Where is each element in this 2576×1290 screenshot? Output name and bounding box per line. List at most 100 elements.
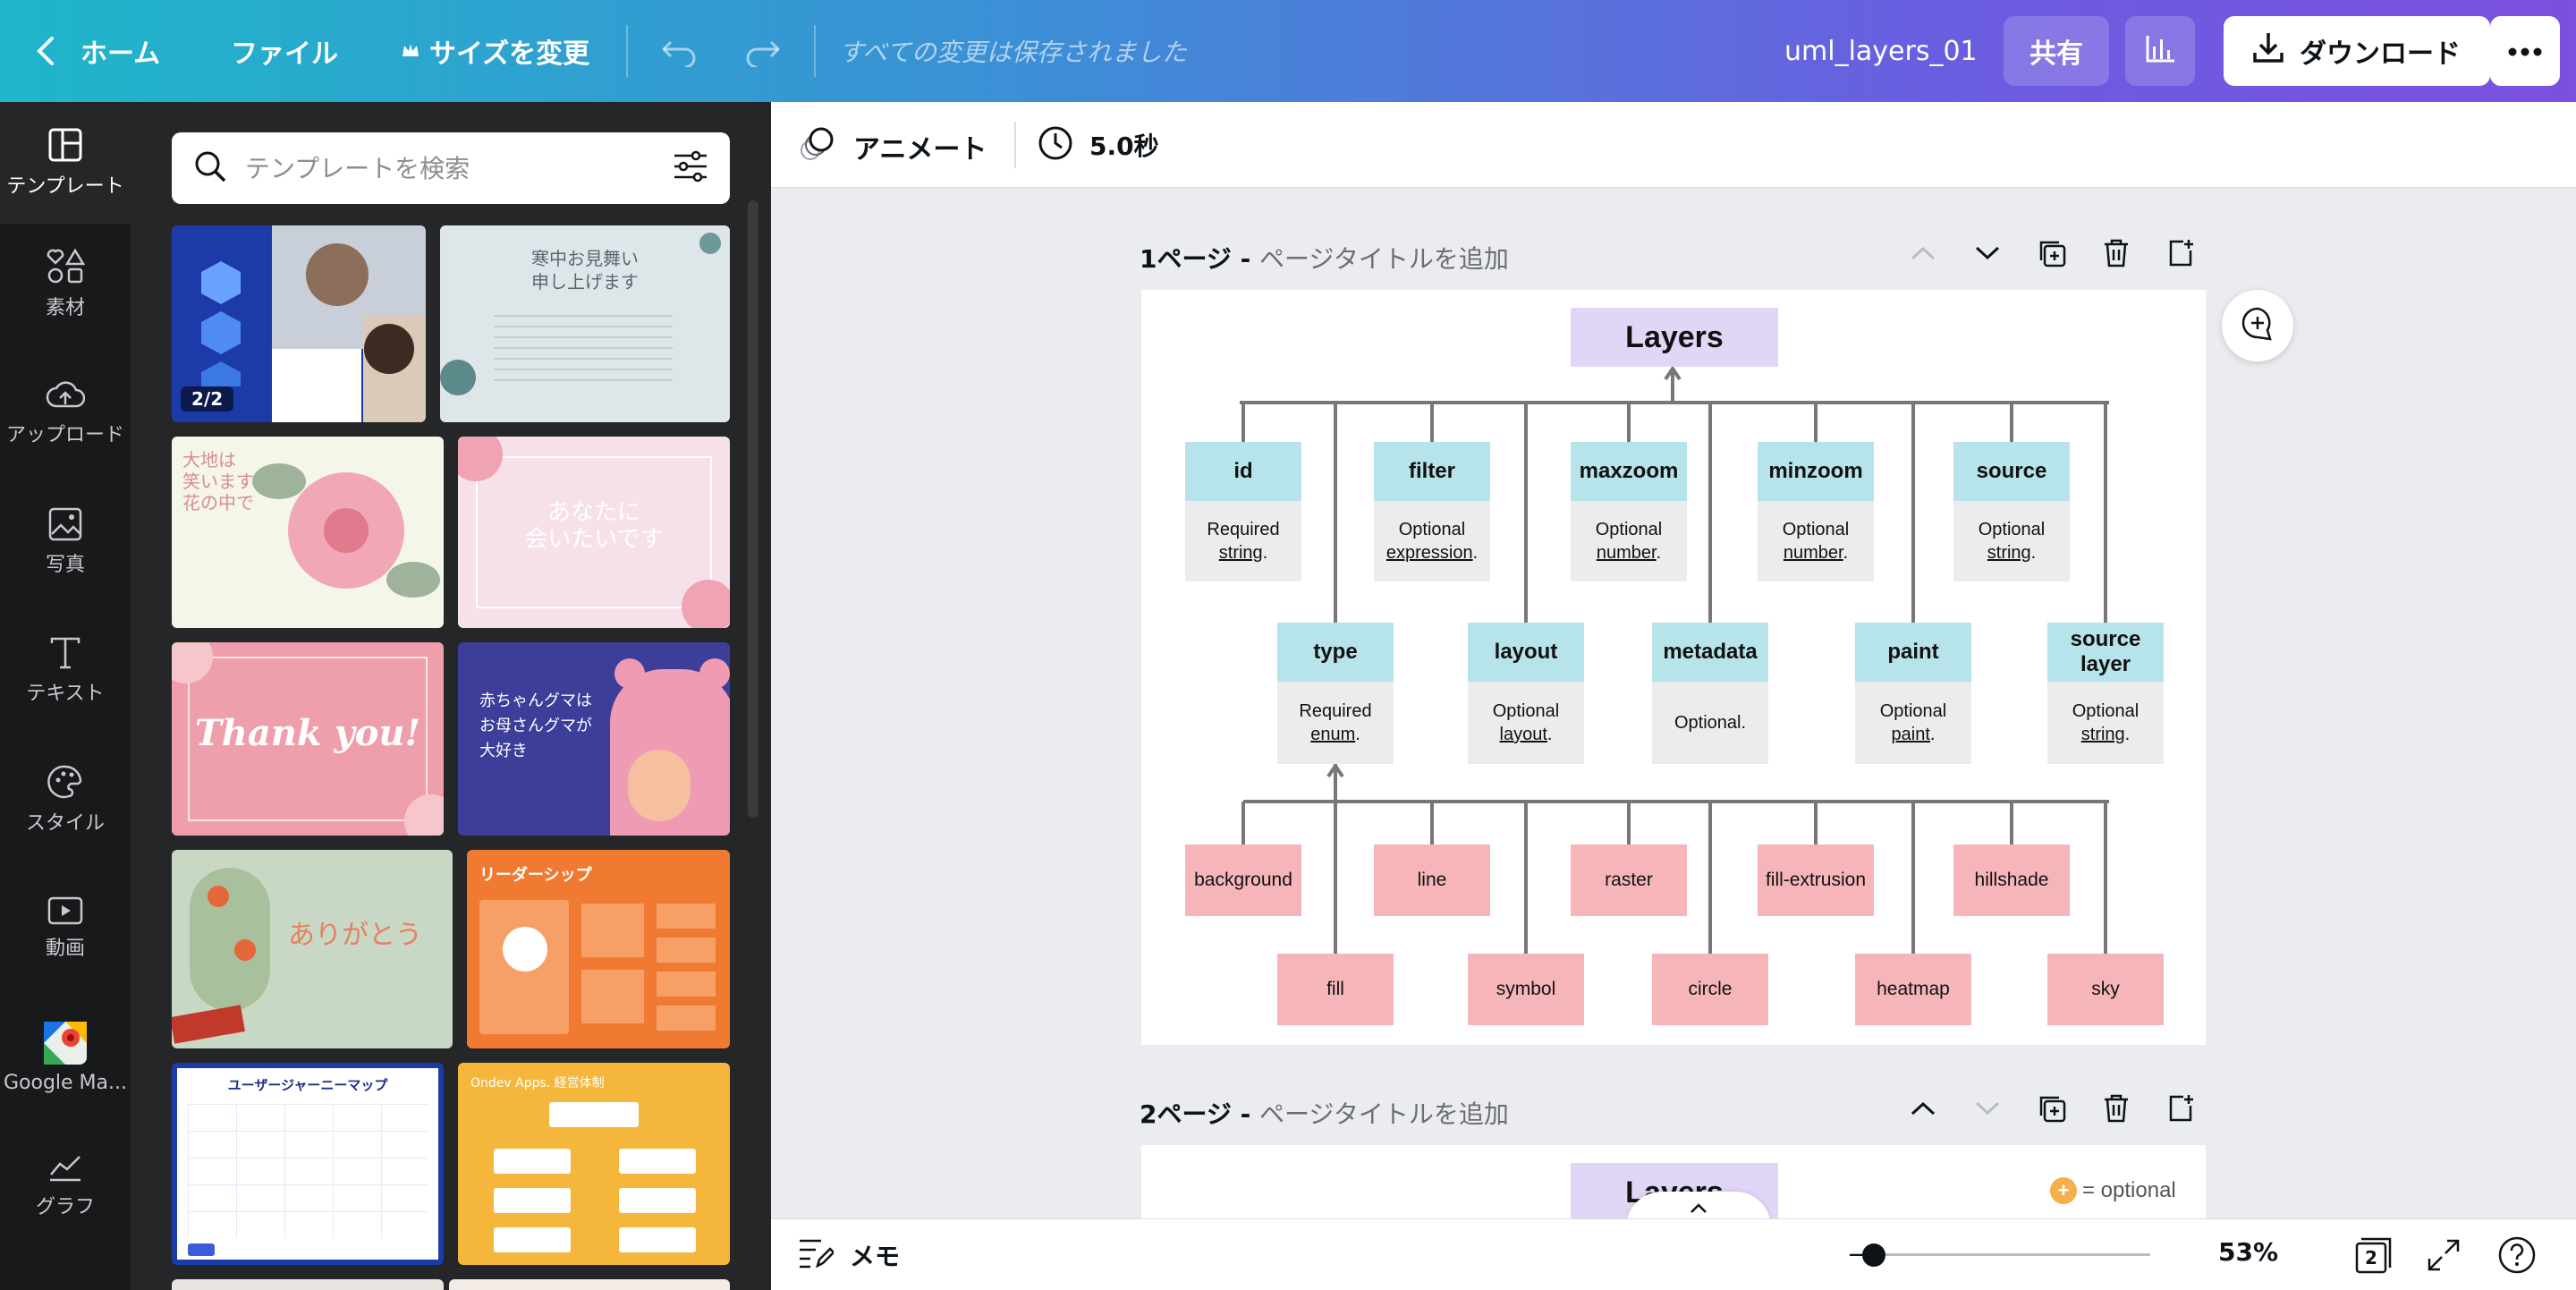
template-thumbnail[interactable]: 2/2	[172, 225, 426, 422]
layer-type-fill[interactable]: fill	[1277, 954, 1394, 1025]
redo-button[interactable]	[742, 0, 782, 102]
template-thumbnail[interactable]: あなたに 会いたいです	[458, 437, 730, 628]
template-thumbnail[interactable]: 赤ちゃんグマは お母さんグマが 大好き	[458, 642, 730, 836]
property-type-link[interactable]: layout	[1499, 725, 1547, 744]
file-menu[interactable]: ファイル	[231, 0, 338, 102]
search-input[interactable]	[245, 153, 655, 183]
home-button[interactable]: ホーム	[36, 0, 160, 102]
page-grid-button[interactable]: 2	[2354, 1235, 2394, 1275]
duplicate-page-button[interactable]	[2020, 1093, 2084, 1124]
template-thumbnail[interactable]: ありがとう	[172, 850, 453, 1048]
download-icon	[2253, 31, 2284, 71]
property-requirement: Optional	[2072, 701, 2140, 721]
property-type-link[interactable]: enum	[1310, 725, 1356, 744]
page-1-controls	[1891, 238, 2213, 268]
animate-button[interactable]: アニメート	[798, 125, 987, 168]
property-requirement: Optional	[1492, 701, 1560, 721]
chart-icon	[47, 1153, 83, 1184]
property-type-link[interactable]: paint	[1891, 725, 1930, 744]
resize-button[interactable]: サイズを変更	[401, 0, 589, 102]
share-button[interactable]: 共有	[2004, 16, 2109, 86]
layer-type-heatmap[interactable]: heatmap	[1855, 954, 1971, 1025]
rail-item-google-maps[interactable]: Google Ma...	[0, 1004, 131, 1111]
property-type-link[interactable]: number	[1783, 543, 1843, 563]
rail-item-templates[interactable]: テンプレート	[0, 102, 131, 224]
template-thumbnail[interactable]: 大地は 笑います 花の中で	[172, 437, 444, 628]
rail-item-elements[interactable]: 素材	[0, 231, 131, 338]
layer-type-sky[interactable]: sky	[2047, 954, 2164, 1025]
property-name: filter	[1374, 442, 1490, 501]
template-thumbnail[interactable]: 寒中お見舞い 申し上げます	[440, 225, 730, 422]
fullscreen-button[interactable]	[2426, 1237, 2462, 1277]
rail-item-video[interactable]: 動画	[0, 875, 131, 982]
add-comment-button[interactable]	[2222, 290, 2293, 361]
page-1-title[interactable]: 1ページ - ページタイトルを追加	[1140, 240, 1509, 276]
more-button[interactable]	[2490, 16, 2560, 86]
layer-type-symbol[interactable]: symbol	[1468, 954, 1584, 1025]
layer-type-line[interactable]: line	[1374, 844, 1490, 916]
add-page-button[interactable]	[2148, 238, 2213, 268]
notes-button[interactable]: メモ	[798, 1237, 900, 1273]
download-button[interactable]: ダウンロード	[2224, 16, 2490, 86]
layer-type-fill-extrusion[interactable]: fill-extrusion	[1758, 844, 1874, 916]
zoom-level[interactable]: 53%	[2218, 1237, 2279, 1267]
template-search[interactable]	[172, 132, 730, 204]
document-title[interactable]: uml_layers_01	[1784, 35, 1978, 67]
rail-item-charts[interactable]: グラフ	[0, 1133, 131, 1240]
page-number-label: 1ページ -	[1140, 244, 1260, 274]
layer-type-raster[interactable]: raster	[1571, 844, 1687, 916]
rail-label: 素材	[45, 297, 85, 319]
template-thumbnail[interactable]	[449, 1279, 730, 1290]
move-up-button[interactable]	[1891, 245, 1955, 261]
layer-type-background[interactable]: background	[1185, 844, 1301, 916]
move-down-button[interactable]	[1955, 1100, 2020, 1116]
expand-icon	[2426, 1239, 2462, 1277]
panel-scrollbar[interactable]	[748, 200, 758, 818]
undo-button[interactable]	[660, 0, 699, 102]
duplicate-page-button[interactable]	[2020, 238, 2084, 268]
template-thumbnail[interactable]: Ondev Apps. 経営体制	[458, 1063, 730, 1265]
template-thumbnail[interactable]: Thank you!	[172, 642, 444, 836]
show-pages-button[interactable]	[1626, 1192, 1771, 1218]
zoom-slider-handle[interactable]	[1862, 1243, 1885, 1267]
template-thumbnail[interactable]	[172, 1279, 444, 1290]
template-thumbnail[interactable]: ユーザージャーニーマップ	[172, 1063, 444, 1265]
pages-icon	[2354, 1237, 2394, 1278]
property-type-link[interactable]: string	[1218, 543, 1263, 563]
add-page-button[interactable]	[2148, 1093, 2213, 1124]
property-type-link[interactable]: number	[1596, 543, 1657, 563]
help-button[interactable]	[2497, 1235, 2537, 1278]
move-up-button[interactable]	[1891, 1100, 1955, 1116]
property-name: layout	[1468, 623, 1584, 682]
delete-page-button[interactable]	[2084, 1093, 2148, 1124]
property-type-link[interactable]: string	[2080, 725, 2125, 744]
page-2-title[interactable]: 2ページ - ページタイトルを追加	[1140, 1095, 1509, 1131]
filter-icon[interactable]	[673, 150, 708, 186]
layer-type-circle[interactable]: circle	[1652, 954, 1768, 1025]
property-type-link[interactable]: expression	[1385, 543, 1473, 563]
move-down-button[interactable]	[1955, 245, 2020, 261]
rail-item-styles[interactable]: スタイル	[0, 746, 131, 853]
delete-page-button[interactable]	[2084, 238, 2148, 268]
template-thumbnail[interactable]: リーダーシップ	[467, 850, 730, 1048]
rail-item-photos[interactable]: 写真	[0, 488, 131, 596]
zoom-slider-track[interactable]	[1850, 1253, 2150, 1256]
rail-item-uploads[interactable]: アップロード	[0, 360, 131, 467]
rail-item-text[interactable]: テキスト	[0, 617, 131, 725]
property-type-link[interactable]: string	[1987, 543, 2031, 563]
insights-button[interactable]	[2125, 16, 2195, 86]
duration-button[interactable]: 5.0秒	[1038, 125, 1159, 165]
layer-type-hillshade[interactable]: hillshade	[1953, 844, 2070, 916]
